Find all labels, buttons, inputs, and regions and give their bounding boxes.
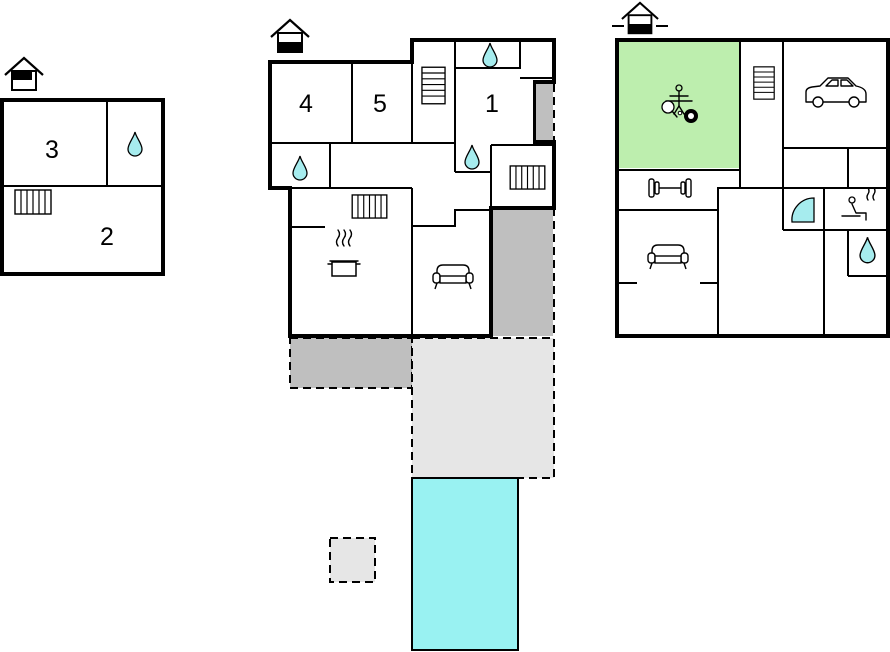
billiards-icon <box>684 109 698 123</box>
basement-building <box>612 1 890 338</box>
living-room-icon <box>647 244 689 270</box>
terrace-front <box>289 337 413 389</box>
kitchen-icon <box>327 229 361 277</box>
bedroom-2: 2 <box>100 223 114 251</box>
garage-icon <box>805 77 867 108</box>
living-room-icon <box>432 264 474 290</box>
swimming-pool <box>411 477 519 651</box>
floor-level-icon <box>3 56 45 92</box>
terrace-small <box>329 537 376 583</box>
stairs-icon <box>753 66 775 100</box>
floor-level-icon <box>269 18 311 54</box>
bathroom-icon <box>859 236 876 264</box>
bedroom-4: 4 <box>299 90 313 118</box>
main-outer-wall <box>268 38 556 338</box>
room-number: 5 <box>373 90 387 118</box>
table-tennis-icon <box>661 100 683 118</box>
bathroom-icon <box>482 42 498 68</box>
terrace-side <box>491 208 553 336</box>
stairs-icon <box>351 194 388 219</box>
floor-level-icon <box>612 1 668 35</box>
room-number: 4 <box>299 90 313 118</box>
room-number: 1 <box>485 90 499 118</box>
bathroom-icon <box>127 131 143 157</box>
room-number: 3 <box>45 136 59 164</box>
fitness-icon <box>648 178 692 198</box>
stairs-icon <box>509 165 546 190</box>
terrace-patio <box>411 337 555 479</box>
bedroom-5: 5 <box>373 90 387 118</box>
main-house: 4 5 1 <box>268 18 556 651</box>
sauna-icon <box>841 187 876 221</box>
room-number: 2 <box>100 223 114 251</box>
bedroom-1: 1 <box>485 90 499 118</box>
bathroom-icon <box>464 144 480 170</box>
stairs-icon <box>421 66 446 105</box>
shower-icon <box>791 197 815 223</box>
annex-building: 3 2 <box>0 56 165 276</box>
bedroom-3: 3 <box>45 136 59 164</box>
bathroom-icon <box>292 155 308 181</box>
stairs-icon <box>14 189 52 215</box>
